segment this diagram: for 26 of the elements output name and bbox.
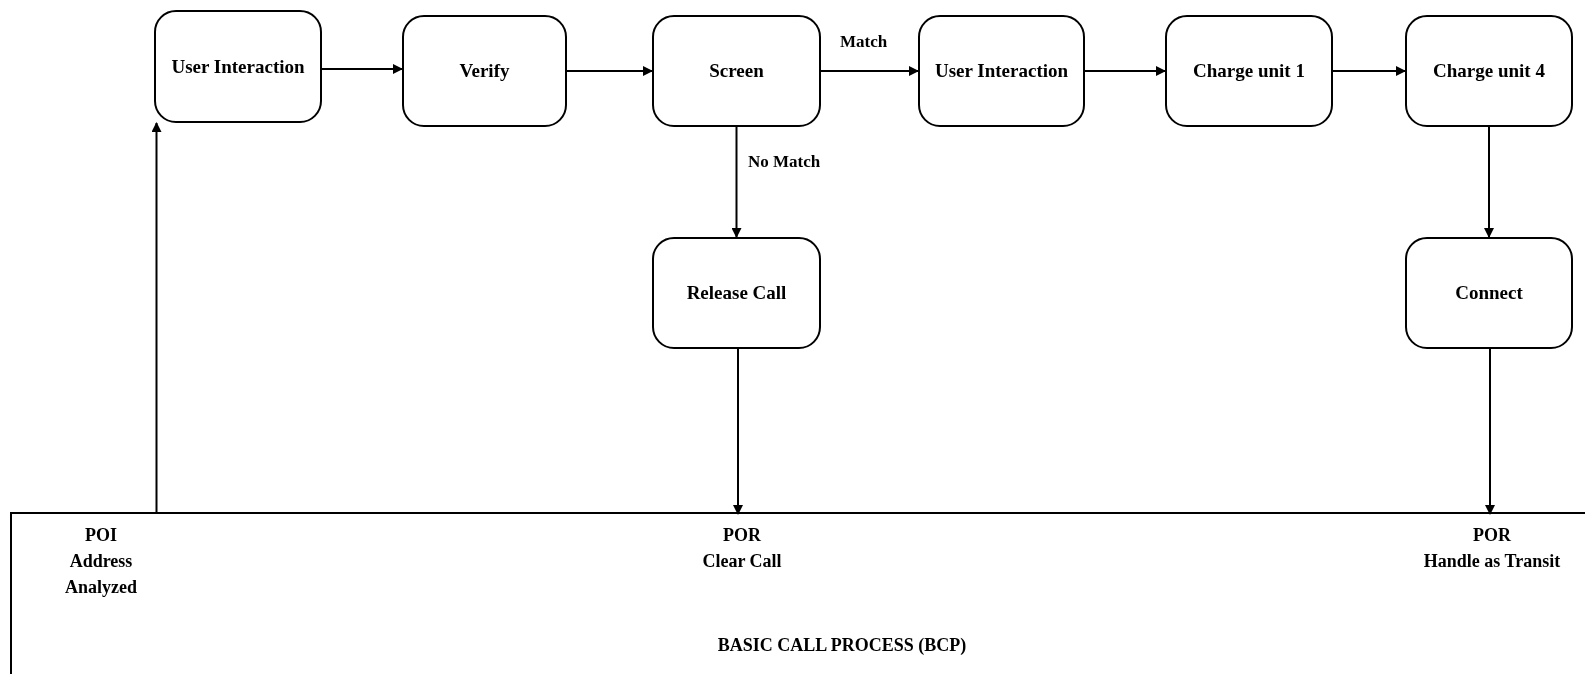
point-code: POR — [723, 524, 761, 547]
point-code: POR — [1473, 524, 1511, 547]
process-box: Verify — [402, 15, 567, 127]
arrow — [1332, 66, 1406, 76]
arrow — [1485, 348, 1495, 515]
arrow — [1084, 66, 1166, 76]
point-label: Address Analyzed — [64, 550, 138, 599]
process-box: User Interaction — [154, 10, 322, 123]
arrow — [151, 122, 162, 515]
arrow — [733, 348, 743, 515]
band-title: BASIC CALL PROCESS (BCP) — [716, 634, 968, 657]
process-box: Charge unit 4 — [1405, 15, 1573, 127]
process-box: Release Call — [652, 237, 821, 349]
arrow — [820, 66, 919, 76]
arrow — [1484, 126, 1494, 238]
process-box: User Interaction — [918, 15, 1085, 127]
process-box: Connect — [1405, 237, 1573, 349]
process-box: Charge unit 1 — [1165, 15, 1333, 127]
process-band — [10, 512, 1585, 674]
point-label: Handle as Transit — [1423, 550, 1561, 573]
process-box: Screen — [652, 15, 821, 127]
arrow — [566, 66, 653, 76]
point-code: POI — [85, 524, 117, 547]
arrow — [731, 126, 742, 238]
arrow — [321, 64, 403, 74]
point-label: Clear Call — [702, 550, 782, 573]
